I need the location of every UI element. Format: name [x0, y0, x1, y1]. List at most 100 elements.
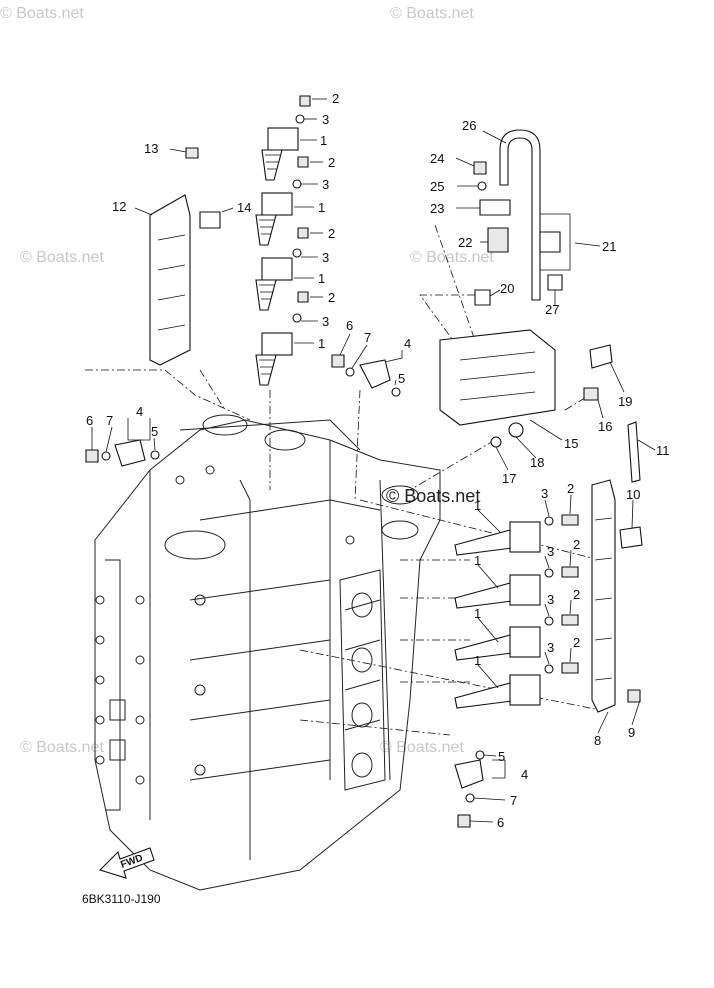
callout-23: 23	[430, 201, 444, 216]
callout-2: 2	[573, 537, 580, 552]
right-bolts	[561, 514, 579, 674]
ignition-coil-top-1	[261, 127, 299, 181]
forward-arrow-icon: FWD	[98, 847, 155, 879]
callout-1: 1	[318, 271, 325, 286]
callout-14: 14	[237, 200, 251, 215]
sensor-body	[487, 227, 509, 253]
callout-1: 1	[474, 498, 481, 513]
callout-18: 18	[530, 455, 544, 470]
callout-1: 1	[320, 133, 327, 148]
callout-24: 24	[430, 151, 444, 166]
callout-3: 3	[322, 112, 329, 127]
watermark-bottom-left: © Boats.net	[20, 739, 104, 756]
callout-4: 4	[404, 336, 411, 351]
upper-washer	[477, 181, 487, 191]
grommet	[508, 422, 524, 438]
callout-6: 6	[346, 318, 353, 333]
sensor-lower	[454, 750, 485, 828]
callout-27: 27	[545, 302, 559, 317]
callout-2: 2	[573, 587, 580, 602]
small-clip	[474, 289, 491, 306]
callout-1: 1	[318, 200, 325, 215]
sensor-left	[85, 439, 160, 467]
callout-22: 22	[458, 235, 472, 250]
callout-2: 2	[328, 226, 335, 241]
right-ignition-coils	[454, 514, 579, 709]
collar	[490, 436, 502, 448]
top-washers	[292, 114, 305, 323]
callout-3: 3	[547, 592, 554, 607]
ignition-coil-top-2	[255, 192, 293, 246]
right-washers	[544, 516, 554, 674]
ignition-coil-right-2	[454, 574, 541, 609]
top-bolts	[297, 95, 311, 303]
hose-clip-lower	[547, 274, 563, 291]
hose	[499, 129, 541, 301]
sensor-upper-center	[331, 354, 401, 397]
ignition-coil-top-3	[255, 257, 293, 311]
callout-3: 3	[541, 486, 548, 501]
callout-10: 10	[626, 487, 640, 502]
watermarks: © Boats.net © Boats.net © Boats.net © Bo…	[0, 5, 494, 756]
bracket-bolt	[185, 147, 199, 159]
watermark-top-right: © Boats.net	[390, 5, 474, 22]
callout-5: 5	[151, 424, 158, 439]
callout-8: 8	[594, 733, 601, 748]
block-bolt-heads	[95, 465, 355, 785]
callout-3: 3	[322, 250, 329, 265]
top-ignition-coils	[255, 95, 311, 386]
watermark-center: © Boats.net	[386, 486, 480, 506]
bracket-bolt-right	[627, 689, 641, 703]
hose-clip-upper	[539, 231, 561, 253]
bracket-clip	[619, 526, 643, 549]
callout-2: 2	[573, 635, 580, 650]
callout-11: 11	[656, 443, 670, 458]
coil-bracket	[149, 194, 191, 366]
right-coil-bracket	[591, 479, 616, 713]
callout-3: 3	[547, 640, 554, 655]
diagram-code: 6BK3110-J190	[82, 892, 161, 906]
callout-7: 7	[510, 793, 517, 808]
callout-1: 1	[474, 653, 481, 668]
callout-1: 1	[474, 606, 481, 621]
callout-5: 5	[498, 749, 505, 764]
cylinder-block	[94, 414, 441, 891]
callout-7: 7	[106, 413, 113, 428]
callout-3: 3	[547, 544, 554, 559]
coil-bracket-assembly	[149, 147, 221, 366]
callout-17: 17	[502, 471, 516, 486]
callout-5: 5	[398, 371, 405, 386]
ignition-coil-right-1	[454, 521, 541, 556]
callout-12: 12	[112, 199, 126, 214]
sensors	[85, 354, 485, 828]
callout-26: 26	[462, 118, 476, 133]
electrical-bracket	[439, 329, 556, 426]
callout-25: 25	[430, 179, 444, 194]
side-bolt	[583, 387, 599, 401]
callout-13: 13	[144, 141, 158, 156]
ignition-coil-right-4	[454, 674, 541, 709]
connector	[589, 344, 613, 369]
upper-bolt	[473, 161, 487, 175]
callout-4: 4	[521, 767, 528, 782]
ignition-coil-top-4	[255, 332, 293, 386]
hose-holder	[479, 199, 511, 216]
callout-9: 9	[628, 725, 635, 740]
callout-3: 3	[322, 314, 329, 329]
callout-2: 2	[328, 290, 335, 305]
upper-right-assembly	[439, 129, 613, 448]
stay-bracket	[627, 421, 641, 483]
right-bracket-assembly	[591, 421, 643, 713]
leader-lines	[91, 98, 656, 823]
callout-2: 2	[332, 91, 339, 106]
callout-labels: 2 3 1 2 3 1 2 3 1 2 3 1 13 12 14 6 7 4 5…	[86, 91, 670, 830]
callout-2: 2	[328, 155, 335, 170]
watermark-mid-right: © Boats.net	[410, 249, 494, 266]
callout-1: 1	[318, 336, 325, 351]
callout-16: 16	[598, 419, 612, 434]
watermark-top-left: © Boats.net	[0, 5, 84, 22]
callout-6: 6	[497, 815, 504, 830]
callout-4: 4	[136, 404, 143, 419]
